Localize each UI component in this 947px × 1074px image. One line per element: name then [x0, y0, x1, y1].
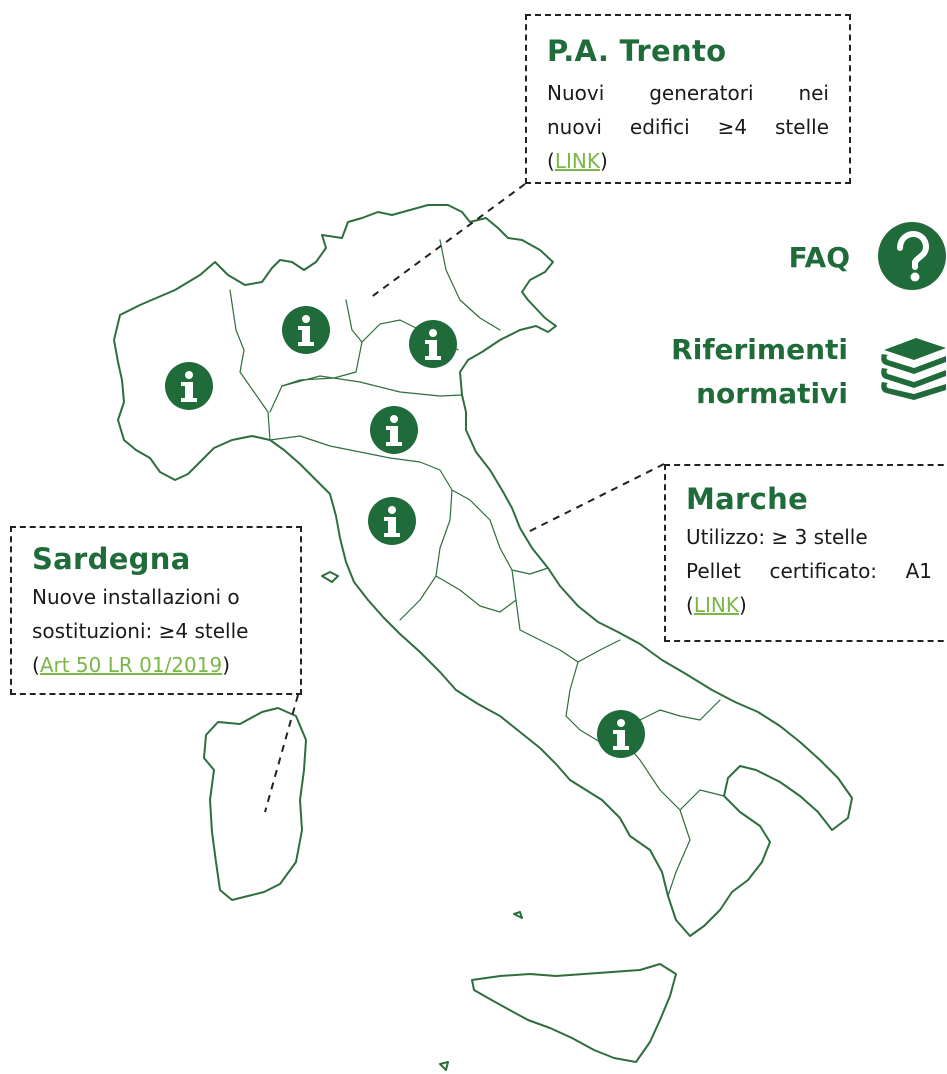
- info-icon-piemonte[interactable]: [165, 362, 213, 410]
- trento-title: P.A. Trento: [547, 34, 727, 68]
- marche-link-wrap: (LINK): [686, 593, 747, 617]
- riferimenti-line2: normativi: [696, 377, 848, 410]
- sardegna-callout: Sardegna Nuove installazioni o sostituzi…: [10, 526, 302, 695]
- info-icon-emilia-romagna[interactable]: [370, 406, 418, 454]
- info-icon-toscana[interactable]: [368, 497, 416, 545]
- marche-line1: Utilizzo: ≥ 3 stelle: [686, 525, 868, 549]
- sardegna-link[interactable]: Art 50 LR 01/2019: [39, 653, 223, 677]
- sardinia-outline: [203, 707, 307, 901]
- riferimenti-normativi-link[interactable]: Riferimenti normativi: [640, 328, 848, 416]
- marche-line2: Pellet certificato: A1: [686, 559, 932, 583]
- sardegna-title: Sardegna: [32, 542, 191, 576]
- trento-link-wrap: (LINK): [547, 149, 608, 173]
- faq-link[interactable]: FAQ: [788, 241, 850, 274]
- marche-callout: Marche Utilizzo: ≥ 3 stelle Pellet certi…: [664, 464, 947, 642]
- trento-link[interactable]: LINK: [554, 149, 600, 173]
- sardegna-link-wrap: (Art 50 LR 01/2019): [32, 653, 231, 677]
- info-icon-campania[interactable]: [597, 710, 645, 758]
- sardegna-line2: sostituzioni: ≥4 stelle: [32, 619, 249, 643]
- sardegna-line1: Nuove installazioni o: [32, 585, 240, 609]
- sicily-outline: [471, 963, 677, 1063]
- riferimenti-line1: Riferimenti: [671, 333, 848, 366]
- trento-connector: [369, 183, 526, 299]
- info-icon-veneto[interactable]: [409, 320, 457, 368]
- question-icon[interactable]: [878, 222, 946, 290]
- trento-callout: P.A. Trento Nuovi generatori nei nuovi e…: [525, 14, 851, 184]
- books-icon[interactable]: [878, 330, 947, 400]
- marche-link[interactable]: LINK: [693, 593, 739, 617]
- mainland-outline: [113, 204, 853, 937]
- trento-line1: Nuovi generatori nei: [547, 81, 829, 105]
- marche-title: Marche: [686, 482, 809, 516]
- info-icon-lombardia[interactable]: [282, 306, 330, 354]
- trento-line2: nuovi edifici ≥4 stelle: [547, 115, 829, 139]
